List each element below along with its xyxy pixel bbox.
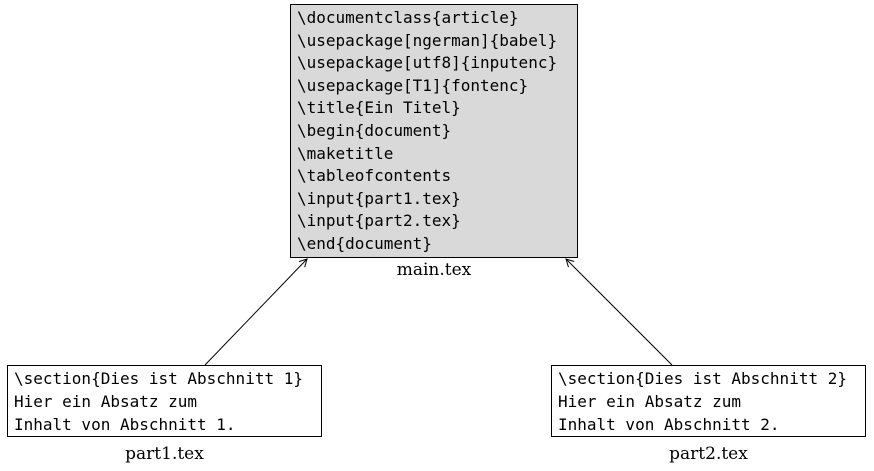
code-line: \maketitle <box>297 143 394 163</box>
code-line: \title{Ein Titel} <box>297 98 461 118</box>
part2-tex-box: \section{Dies ist Abschnitt 2} Hier ein A… <box>551 365 866 437</box>
code-line: \section{Dies ist Abschnitt 1} <box>14 369 303 388</box>
code-line: Inhalt von Abschnitt 2. <box>558 415 780 434</box>
code-line: \end{document} <box>297 233 432 253</box>
code-line: \usepackage[T1]{fontenc} <box>297 75 529 95</box>
code-line: \section{Dies ist Abschnitt 2} <box>558 369 847 388</box>
part2-tex-label: part2.tex <box>669 444 748 464</box>
main-tex-box: \documentclass{article} \usepackage[ngerm… <box>290 4 578 258</box>
code-line: \documentclass{article} <box>297 8 519 27</box>
part1-tex-code: \section{Dies ist Abschnitt 1} Hier ein A… <box>8 366 321 436</box>
code-line: \usepackage[utf8]{inputenc} <box>297 53 558 73</box>
main-tex-code: \documentclass{article} \usepackage[ngerm… <box>291 5 577 257</box>
code-line: \tableofcontents <box>297 166 452 186</box>
code-line: \input{part2.tex} <box>297 211 461 231</box>
part1-tex-box: \section{Dies ist Abschnitt 1} Hier ein A… <box>7 365 322 437</box>
arrow-part2-to-main <box>565 258 673 366</box>
code-line: Hier ein Absatz zum <box>14 392 198 411</box>
main-tex-label: main.tex <box>396 260 472 280</box>
code-line: Hier ein Absatz zum <box>558 392 742 411</box>
code-line: \input{part1.tex} <box>297 188 461 208</box>
code-line: Inhalt von Abschnitt 1. <box>14 415 236 434</box>
code-line: \usepackage[ngerman]{babel} <box>297 30 558 50</box>
part1-tex-label: part1.tex <box>125 444 204 464</box>
part2-tex-code: \section{Dies ist Abschnitt 2} Hier ein A… <box>552 366 865 436</box>
code-line: \begin{document} <box>297 120 452 140</box>
